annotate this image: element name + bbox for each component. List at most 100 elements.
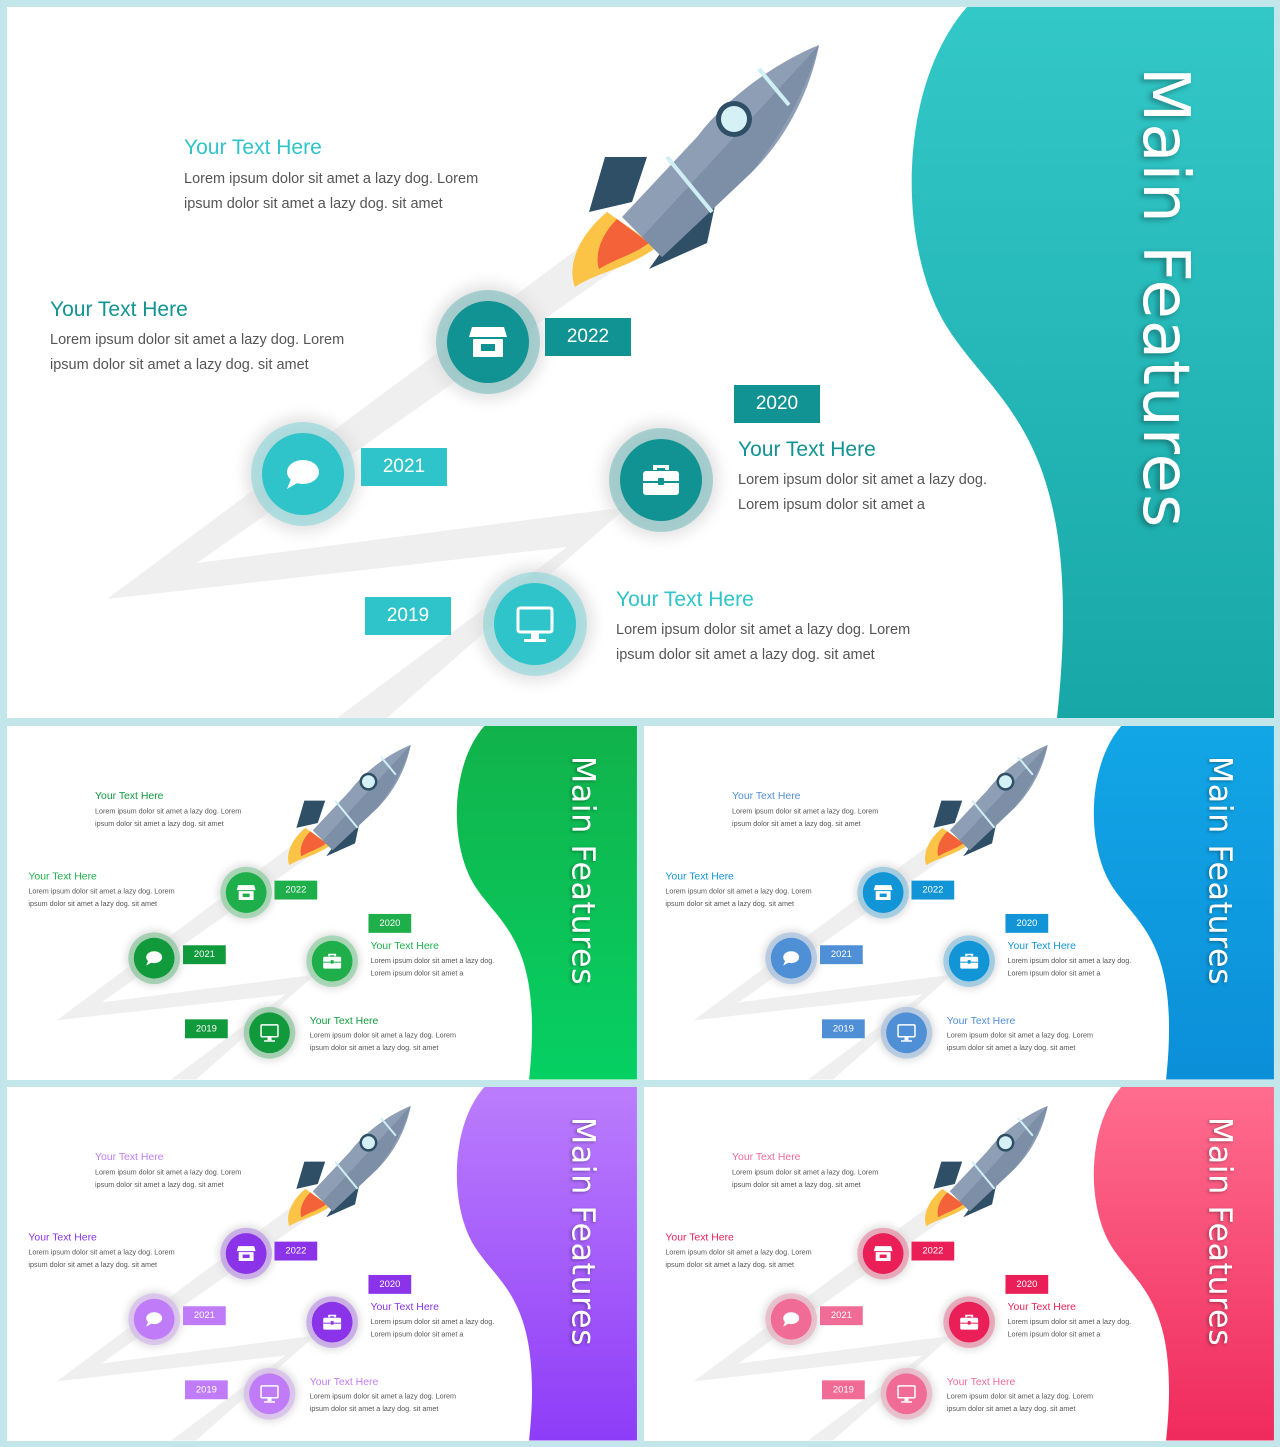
rocket-stripe-top: [1017, 756, 1034, 776]
slide-purple: Main Features Your Text Here Lorem ipsum…: [7, 1087, 637, 1441]
slide-artwork: [107, 7, 1274, 718]
item-body-top: Lorem ipsum dolor sit amet a lazy dog. L…: [732, 807, 879, 828]
slide-artwork: [693, 1087, 1274, 1441]
year-badge-2022: 2022: [274, 1241, 318, 1261]
milestone-2021: [245, 416, 361, 532]
rocket-flame-inner: [937, 831, 964, 857]
side-panel-wave: [456, 726, 637, 1080]
item-title-top: Your Text Here: [732, 1151, 801, 1163]
side-panel-wave: [456, 1087, 637, 1441]
rocket-flame-inner: [300, 831, 327, 857]
item-title-2020: Your Text Here: [370, 1301, 439, 1313]
rocket-stripe-bottom: [334, 1160, 359, 1190]
store-icon: [873, 885, 893, 901]
milestone-2019: [477, 566, 593, 682]
slide-green: Main Features Your Text Here Lorem ipsum…: [7, 726, 637, 1080]
item-title-2019: Your Text Here: [309, 1375, 379, 1388]
rocket-fin-left: [933, 800, 963, 828]
rocket-body: [949, 1105, 1048, 1212]
slide-teal-large: Main Features Your Text Here Lorem ipsum…: [7, 7, 1274, 718]
milestone-2019: [877, 1364, 936, 1423]
rocket-stripe-top: [757, 67, 791, 107]
rocket-stripe-bottom: [971, 1160, 996, 1190]
slide-title: Main Features: [1128, 67, 1202, 529]
slide-artwork: [693, 726, 1274, 1080]
rocket-fin-left: [296, 1161, 326, 1189]
store-icon: [236, 885, 256, 901]
year-badge-2022: 2022: [274, 880, 318, 900]
year-badge-2022: 2022: [911, 880, 955, 900]
year-badge-2022: 2022: [911, 1241, 955, 1261]
year-badge-2020: 2020: [734, 385, 820, 423]
monitor-icon: [260, 1385, 279, 1403]
item-title-2019: Your Text Here: [309, 1014, 379, 1027]
year-badge-2019: 2019: [184, 1019, 228, 1039]
item-body-2020: Lorem ipsum dolor sit amet a lazy dog. L…: [738, 472, 988, 513]
item-body-2022: Lorem ipsum dolor sit amet a lazy dog. L…: [50, 332, 345, 373]
item-title-2022: Your Text Here: [665, 1231, 734, 1244]
rocket: [925, 1105, 1048, 1227]
speech-bubble-icon: [146, 951, 163, 966]
rocket-stripe-bottom: [971, 799, 996, 829]
rocket-body-shade: [642, 45, 819, 257]
slide-title: Main Features: [1201, 1116, 1239, 1347]
year-badge-2021: 2021: [361, 448, 447, 486]
item-body-2022: Lorem ipsum dolor sit amet a lazy dog. L…: [665, 887, 812, 908]
item-title-2020: Your Text Here: [738, 438, 876, 461]
item-title-top: Your Text Here: [95, 1151, 164, 1163]
year-badge-2021: 2021: [820, 945, 863, 965]
monitor-icon: [260, 1024, 279, 1042]
item-body-top: Lorem ipsum dolor sit amet a lazy dog. L…: [184, 171, 479, 212]
rocket: [288, 1105, 411, 1227]
slide-artwork: [56, 726, 637, 1080]
item-title-2019: Your Text Here: [946, 1014, 1016, 1027]
item-body-top: Lorem ipsum dolor sit amet a lazy dog. L…: [732, 1168, 879, 1189]
item-title-2019: Your Text Here: [946, 1375, 1016, 1388]
speech-bubble-icon: [146, 1312, 163, 1327]
item-title-2020: Your Text Here: [1007, 1301, 1076, 1313]
rocket-body: [622, 45, 819, 257]
milestone-2022: [217, 863, 275, 922]
store-icon: [236, 1246, 256, 1262]
item-title-2022: Your Text Here: [28, 870, 97, 883]
milestone-2022: [430, 284, 546, 400]
item-body-2022: Lorem ipsum dolor sit amet a lazy dog. L…: [665, 1248, 812, 1269]
rocket-flame-inner: [937, 1192, 964, 1218]
rocket-stripe-bottom: [665, 155, 714, 214]
milestone-2019: [877, 1003, 936, 1062]
briefcase-icon: [323, 953, 342, 969]
item-body-2019: Lorem ipsum dolor sit amet a lazy dog. L…: [616, 622, 911, 663]
speech-bubble-icon: [287, 460, 319, 489]
speech-bubble-icon: [783, 1312, 800, 1327]
speech-bubble-icon: [783, 951, 800, 966]
item-body-2020: Lorem ipsum dolor sit amet a lazy dog. L…: [370, 1318, 495, 1339]
store-icon: [873, 1246, 893, 1262]
rocket-body: [312, 1105, 411, 1212]
milestone-2021: [125, 929, 184, 988]
item-body-top: Lorem ipsum dolor sit amet a lazy dog. L…: [95, 1168, 242, 1189]
slide-pink: Main Features Your Text Here Lorem ipsum…: [644, 1087, 1274, 1441]
rocket: [925, 744, 1048, 866]
year-badge-2019: 2019: [184, 1380, 228, 1400]
year-badge-2021: 2021: [183, 945, 226, 965]
rocket-body-shade: [959, 1105, 1048, 1212]
rocket-flame-inner: [300, 1192, 327, 1218]
monitor-icon: [897, 1385, 916, 1403]
year-badge-2021: 2021: [183, 1306, 226, 1326]
year-badge-2020: 2020: [1005, 913, 1049, 933]
milestone-2019: [240, 1364, 299, 1423]
rocket-stripe-top: [380, 1117, 397, 1137]
year-badge-2022: 2022: [545, 318, 631, 356]
slide-blue: Main Features Your Text Here Lorem ipsum…: [644, 726, 1274, 1080]
rocket-fin-left: [589, 157, 647, 212]
briefcase-icon: [323, 1314, 342, 1330]
item-body-2020: Lorem ipsum dolor sit amet a lazy dog. L…: [370, 957, 495, 978]
side-panel-wave: [911, 7, 1274, 718]
slide-artwork: [56, 1087, 637, 1441]
item-body-2020: Lorem ipsum dolor sit amet a lazy dog. L…: [1007, 957, 1132, 978]
item-title-2022: Your Text Here: [665, 870, 734, 883]
rocket-window-glass: [362, 1136, 375, 1150]
milestone-2021: [125, 1290, 184, 1349]
rocket-body: [949, 744, 1048, 851]
monitor-icon: [897, 1024, 916, 1042]
